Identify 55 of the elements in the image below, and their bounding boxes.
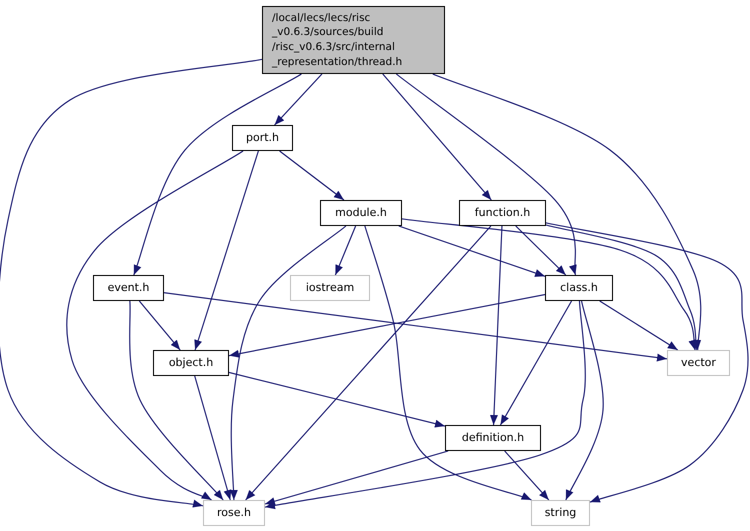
dependency-arrow xyxy=(264,300,586,510)
dependency-arrow xyxy=(364,226,532,501)
dependency-arrow xyxy=(546,222,748,503)
file-name: port.h xyxy=(246,130,280,146)
header-file-box xyxy=(153,350,229,376)
dependency-arrow xyxy=(599,300,678,350)
dependency-arrow xyxy=(228,294,546,358)
dependency-arrow xyxy=(382,74,492,200)
file-name: module.h xyxy=(335,205,387,221)
header-file-box xyxy=(203,500,265,526)
dependency-arrow xyxy=(565,300,604,500)
header-file-box xyxy=(545,275,613,301)
dependency-arrow xyxy=(264,450,448,506)
dependency-arrow xyxy=(133,74,302,276)
dependency-arrow xyxy=(194,376,232,500)
dependency-arrow xyxy=(138,300,181,350)
dependency-arrow xyxy=(546,224,700,350)
dependency-arrow xyxy=(504,450,550,500)
file-name: definition.h xyxy=(462,430,524,446)
dependency-arrow xyxy=(0,58,262,508)
header-file-box xyxy=(667,350,730,376)
dependency-arrow xyxy=(398,225,546,277)
file-name: /local/lecs/lecs/risc _v0.6.3/sources/build /risc_v0.6.3/src/internal _representation/thread.h xyxy=(272,10,404,70)
dependency-arrow xyxy=(500,300,572,426)
dependency-arrow xyxy=(490,226,502,426)
dependency-arrow xyxy=(432,73,702,350)
dependency-arrow xyxy=(334,226,356,276)
root-file-box xyxy=(262,6,445,74)
header-file-box xyxy=(459,200,546,226)
file-name: iostream xyxy=(306,280,354,296)
dependency-arrow xyxy=(245,226,492,500)
dependency-arrow xyxy=(194,150,259,350)
dependency-arrow xyxy=(66,150,244,500)
file-name: vector xyxy=(681,355,716,371)
header-file-box xyxy=(445,425,541,451)
header-file-box xyxy=(531,500,590,526)
dependency-arrow xyxy=(129,300,224,500)
file-name: event.h xyxy=(108,280,150,296)
file-name: string xyxy=(544,505,576,521)
file-name: class.h xyxy=(560,280,598,296)
header-file-box xyxy=(232,125,293,151)
header-file-box xyxy=(290,275,370,301)
dependency-arrow xyxy=(274,74,322,126)
file-name: object.h xyxy=(168,355,214,371)
dependency-arrow xyxy=(515,226,566,276)
dependency-arrow xyxy=(402,218,697,350)
dependency-arrow xyxy=(396,74,578,276)
dependency-arrow xyxy=(228,372,446,428)
dependency-arrow xyxy=(164,292,668,362)
file-name: rose.h xyxy=(217,505,251,521)
header-file-box xyxy=(320,200,402,226)
dependency-arrow xyxy=(279,150,344,200)
header-file-box xyxy=(93,275,164,301)
dependency-arrow xyxy=(230,226,346,500)
file-name: function.h xyxy=(474,205,530,221)
